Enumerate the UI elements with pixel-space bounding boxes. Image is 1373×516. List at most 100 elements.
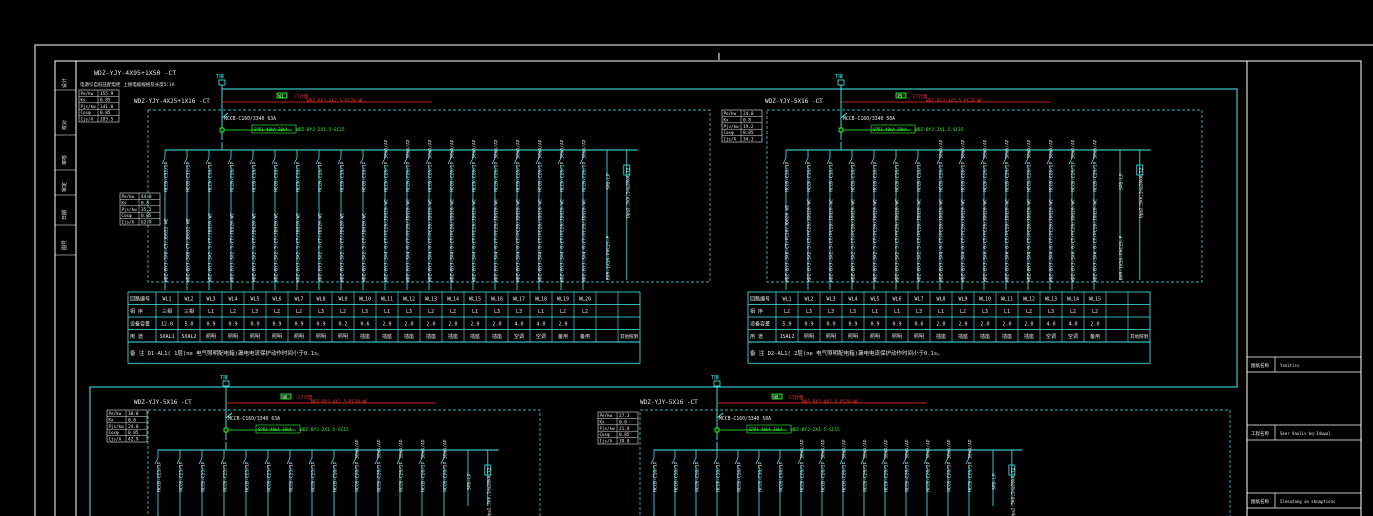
table-cell-wl: WL14 (447, 297, 459, 303)
branch-breaker: MCCB-C20/2P 30mA/AP (1005, 139, 1011, 192)
branch-switch (1024, 157, 1029, 165)
table-cell-phase: L2 (582, 309, 588, 315)
branch-switch (936, 157, 941, 165)
spd-arrester (484, 464, 492, 476)
spd-box-label: SPD1-40kA 20kA (258, 427, 292, 432)
spd-node (223, 427, 229, 433)
table-cell-use: 备用 (1090, 333, 1100, 340)
param-value: 35.2 (141, 207, 152, 213)
table-cell-phase: L3 (916, 309, 922, 315)
title-row2-value: Seer Vauliv bq·Iduwal (1280, 431, 1331, 436)
table-cell-use: 空调 (514, 333, 524, 340)
branch-breaker: MCCB-C20/2P 30mA/AP (961, 139, 967, 192)
protection-cable: WDZ-BYJ-4X2.5-PC20-WC (926, 98, 983, 104)
meter-box (895, 92, 907, 99)
table-cell-power: 0.9 (206, 322, 215, 328)
param-key: Cosφ (81, 110, 92, 115)
branch-breaker: MCCB-C20/2P 30mA/AP (939, 139, 945, 192)
branch-switch (557, 157, 562, 165)
branch-breaker: MCCB-C20/2P 30mA/AP (1093, 139, 1099, 192)
branch-breaker: MCCB-C20/2P 30mA/AP (863, 439, 869, 492)
main-breaker-blade (221, 112, 229, 119)
branch-cable: WDZ-BYJ-3X4.0-CT/PC20/JDG20-WC (1071, 199, 1077, 282)
table-cell-power: 0.9 (228, 322, 237, 328)
table-cell-wl: WL12 (403, 297, 415, 303)
table-cell-use: 照明 (228, 334, 238, 340)
table-cell-wl: WL10 (979, 297, 991, 303)
param-value: 0.85 (128, 430, 139, 436)
branch-breaker: MCCB-C16/1P (340, 161, 346, 192)
table-cell-use: 照明 (914, 334, 924, 340)
branch-breaker: MCCB-C16/1P (895, 161, 901, 192)
branch-cable: WDZ-BYJ-3X4.0-CT/PC20/JDG20-WC (1049, 199, 1055, 282)
branch-breaker: MCCB-C16/1P (779, 461, 785, 492)
table-cell-power: 4.0 (1046, 322, 1055, 328)
param-value: 30.0 (128, 411, 139, 417)
branch-cable: WDZ-BYJ-3X2.5-CT/PC20/JDG20-WC (807, 199, 813, 282)
table-cell-phase: L2 (230, 309, 236, 315)
branch-breaker: MCCB-C16/1P (362, 161, 368, 192)
table-cell-wl: WL19 (557, 297, 569, 303)
table-header: 用 途 (130, 333, 143, 340)
param-value: 0.85 (100, 110, 111, 116)
branch-cable: WDZ-BYJ-3X4.0-CT/PC20/JDG20-WC (472, 199, 478, 282)
param-key: Ijs/A (600, 439, 613, 444)
param-value: 183.5 (100, 117, 114, 123)
table-cell-power: 2.0 (958, 322, 967, 328)
main-breaker-blade (225, 412, 233, 419)
param-key: Pjs/kw (109, 424, 125, 429)
main-breaker-label: MCCB-C160/3340 50A (843, 116, 895, 122)
table-cell-wl: WL13 (1045, 297, 1057, 303)
branch-breaker: MCCB-C16/1P (318, 161, 324, 192)
branch-breaker: MCCB-C16/1P (873, 161, 879, 192)
branch-switch (337, 157, 342, 165)
table-cell-use: 插座 (382, 333, 392, 340)
table-cell-power: 0.9 (316, 322, 325, 328)
param-value: 42.9 (128, 437, 139, 443)
spd-breaker: SPD-LP (606, 173, 612, 190)
branch-breaker: MCCB-C20/2P 30mA/AP (443, 439, 449, 492)
branch-cable: WDZ-BYJ-3X2.5-CT/JDG20-WC (274, 213, 280, 282)
param-key: Pjs/kw (122, 207, 138, 212)
table-cell-wl: WL1 (162, 297, 171, 303)
branch-breaker: MCCB-C16/1P (851, 161, 857, 192)
branch-cable: WDZ-BYJ-3X4.0-CT/PC20/JDG20-WC (428, 199, 434, 282)
table-cell-wl: WL17 (513, 297, 525, 303)
branch-switch (205, 157, 210, 165)
branch-switch (198, 457, 203, 465)
table-header: 设备容量 (130, 321, 150, 328)
supply-header-cable: WDZ-YJY-4X95+1X50 -CT (94, 69, 176, 77)
branch-breaker: MCCB-C20/2P 30mA/AP (538, 139, 544, 192)
branch-switch (418, 457, 423, 465)
spd-cable: WDZ-BYJ-2X1.5-SC15 (296, 127, 345, 133)
bus-joint (713, 380, 721, 387)
branch-switch (513, 157, 518, 165)
branch-switch (671, 457, 676, 465)
table-cell-wl: WL15 (1089, 297, 1101, 303)
param-key: Cosφ (724, 130, 735, 135)
table-cell-use: 照明 (848, 334, 858, 340)
branch-switch (374, 457, 379, 465)
param-value: 141.0 (100, 104, 114, 110)
table-cell-wl: WL11 (381, 297, 393, 303)
branch-cable: WDZ-BYJ-3X2.5-CT/PC20/JDG20-WC (917, 199, 923, 282)
table-cell-phase: 三相 (184, 308, 194, 315)
param-value: 0.85 (100, 97, 111, 103)
branch-cable: WDZ-BYJ-3X4.0-CT/PC20/JDG20-WC (384, 199, 390, 282)
stamp-text: 设计 (61, 78, 68, 88)
param-key: Pe/kw (122, 194, 135, 199)
table-cell-phase: L2 (428, 309, 434, 315)
spd-box-label: SPD1-40kA 20kA (749, 427, 783, 432)
branch-switch (183, 157, 188, 165)
bus-joint (222, 380, 230, 387)
branch-cable: WDZ-BYJ-3X4.0-CT/PC20/JDG20-WC (538, 199, 544, 282)
spd-breaker: SPD-LP (1119, 173, 1125, 190)
param-value: 0.85 (619, 432, 630, 438)
table-cell-power: 0.9 (250, 322, 259, 328)
branch-breaker: MCCB-C25/1P (201, 461, 207, 492)
